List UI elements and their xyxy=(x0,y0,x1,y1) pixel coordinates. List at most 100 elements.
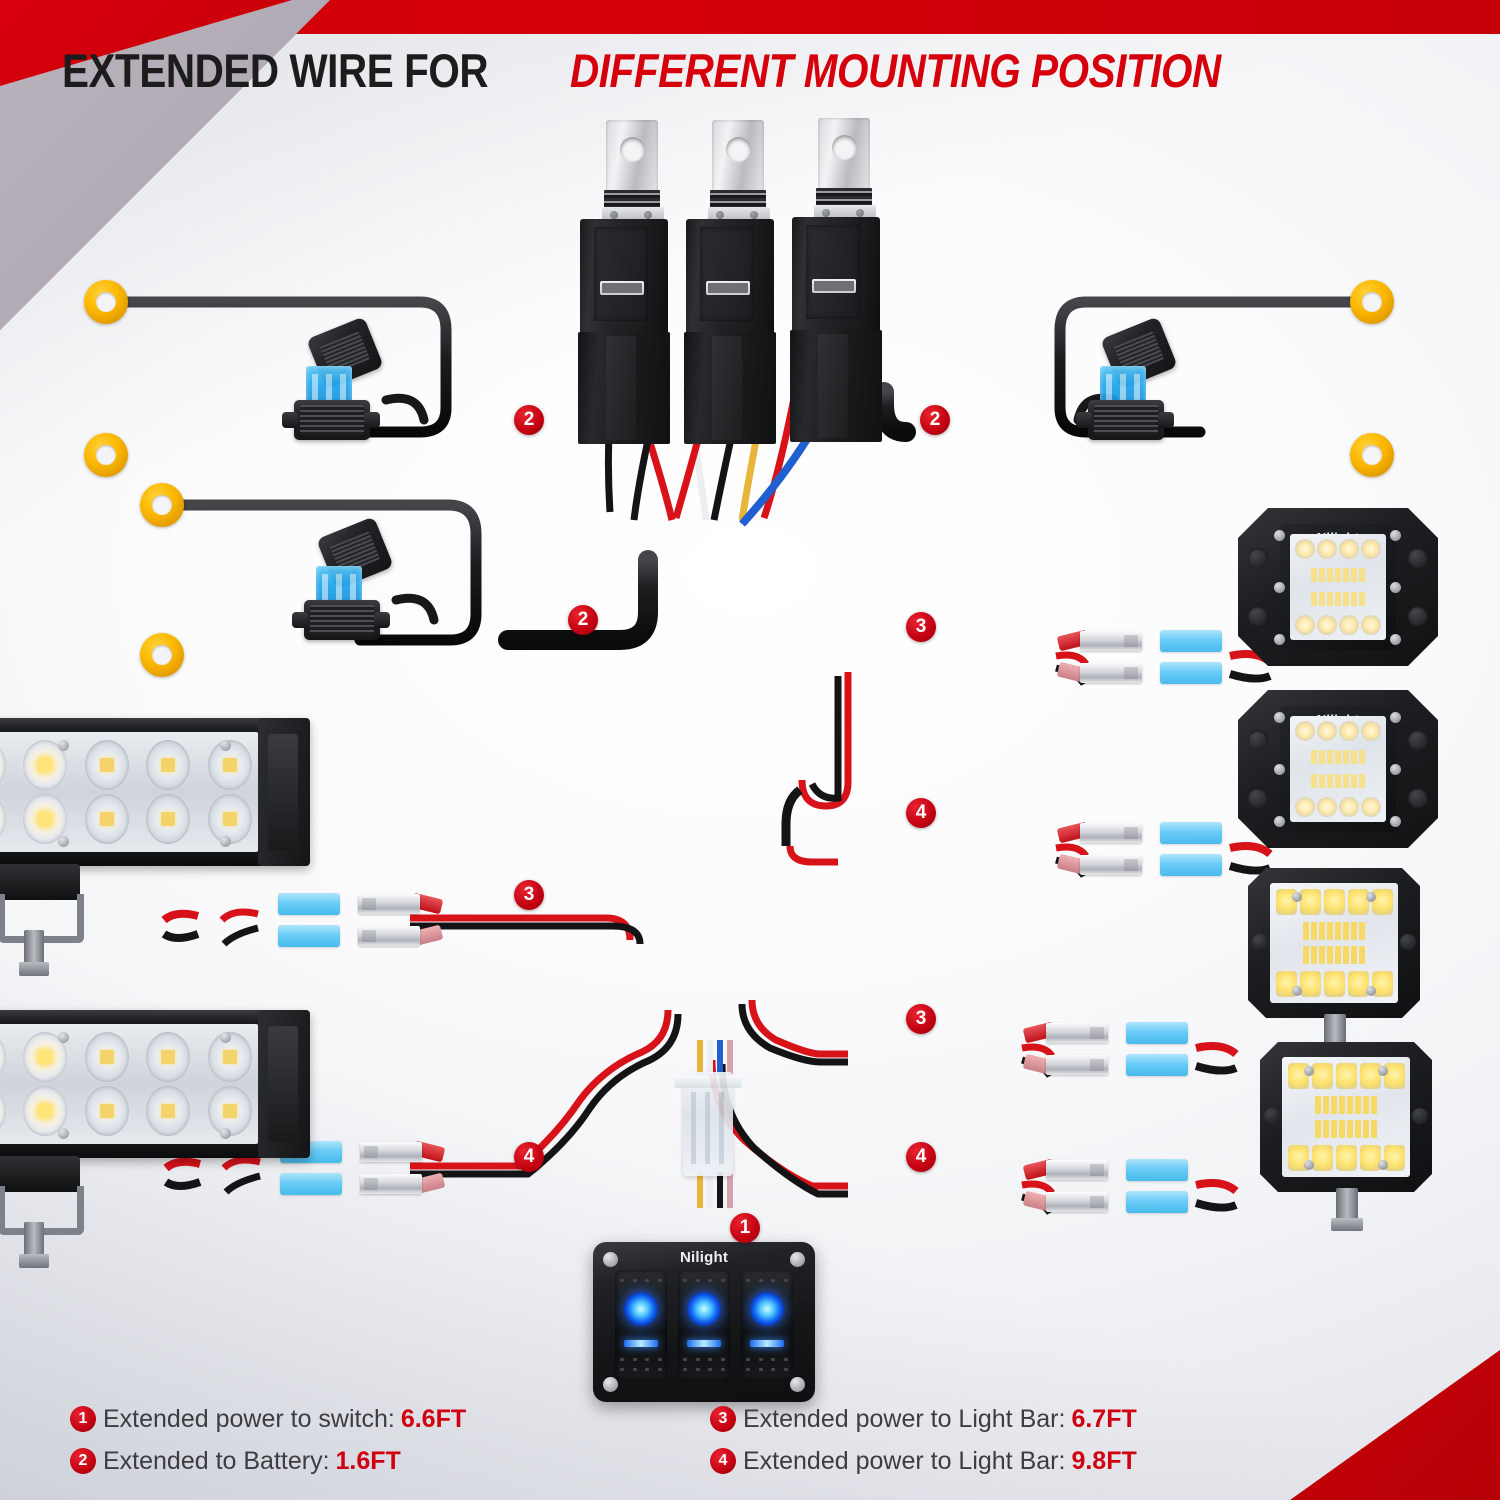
relay-body xyxy=(580,219,668,335)
spade-connector-pair-right-lower[interactable] xyxy=(1022,1017,1222,1083)
male-spade-terminal xyxy=(1046,1160,1108,1180)
male-spade-terminal xyxy=(358,894,420,914)
legend-item: 1 Extended power to switch: 6.6FT xyxy=(70,1398,710,1440)
fuse-holder-left-upper[interactable] xyxy=(282,316,406,446)
blade-fuse xyxy=(306,366,352,406)
fuse-strain-relief-left xyxy=(1076,412,1092,428)
blade-fuse xyxy=(1100,366,1146,406)
panel-screw xyxy=(603,1377,618,1392)
legend-label: Extended power to Light Bar: xyxy=(743,1404,1066,1433)
callout-badge-4-right-lower: 4 xyxy=(906,1142,936,1172)
pod-lens xyxy=(1290,716,1386,822)
fuse-housing xyxy=(294,400,370,440)
male-spade-terminal xyxy=(360,1174,422,1194)
rocker-switch-1[interactable] xyxy=(615,1270,667,1380)
light-bar-bracket xyxy=(0,1156,80,1192)
light-bar-lens xyxy=(0,732,258,852)
ring-terminal-2[interactable] xyxy=(84,433,128,477)
legend: 1 Extended power to switch: 6.6FT 2 Exte… xyxy=(70,1398,1430,1482)
rocker-switch-2[interactable] xyxy=(678,1270,730,1380)
female-spade-terminal xyxy=(1160,822,1222,844)
female-spade-terminal xyxy=(1126,1159,1188,1181)
switch-led-bar xyxy=(750,1340,784,1347)
ring-terminal-1[interactable] xyxy=(84,280,128,324)
legend-item: 3 Extended power to Light Bar: 6.7FT xyxy=(710,1398,1350,1440)
female-spade-terminal xyxy=(1126,1191,1188,1213)
rocker-switch-3[interactable] xyxy=(741,1270,793,1380)
3-gang-rocker-switch-panel[interactable]: Nilight xyxy=(593,1242,815,1402)
legend-column-right: 3 Extended power to Light Bar: 6.7FT 4 E… xyxy=(710,1398,1350,1482)
spade-connector-pair-right-upper[interactable] xyxy=(1056,625,1256,691)
cube-pod-lower[interactable] xyxy=(1260,1042,1432,1231)
female-spade-terminal xyxy=(1160,630,1222,652)
spade-connector-pair-right-lower2[interactable] xyxy=(1022,1154,1222,1220)
relay-mount-tab xyxy=(712,120,764,194)
legend-column-left: 1 Extended power to switch: 6.6FT 2 Exte… xyxy=(70,1398,710,1482)
cube-pod-lens xyxy=(1270,883,1398,1003)
fuse-holder-left-lower[interactable] xyxy=(292,516,416,646)
fuse-holder-right[interactable] xyxy=(1076,316,1200,446)
flush-pod-lower[interactable]: Nilight xyxy=(1238,690,1438,848)
callout-badge-3-left: 3 xyxy=(514,880,544,910)
switch-led-bar xyxy=(624,1340,658,1347)
relay-body xyxy=(686,219,774,335)
relay-tab-neck xyxy=(816,188,872,208)
ring-terminal-6[interactable] xyxy=(1350,433,1394,477)
legend-number: 4 xyxy=(710,1448,736,1474)
ring-terminal-3[interactable] xyxy=(140,483,184,527)
panel-brand-label: Nilight xyxy=(679,1249,729,1266)
fuse-strain-relief-left xyxy=(292,612,308,628)
male-spade-terminal xyxy=(1046,1023,1108,1043)
cube-pod-upper[interactable] xyxy=(1248,868,1420,1057)
relay-body xyxy=(792,217,880,333)
cube-pod-bracket xyxy=(1324,1014,1346,1048)
callout-badge-1-switch: 1 xyxy=(730,1213,760,1243)
light-bar-bolt xyxy=(24,930,44,970)
callout-badge-4-left: 4 xyxy=(514,1142,544,1172)
spade-connector-pair-left-upper[interactable] xyxy=(244,888,444,954)
fuse-strain-relief-right xyxy=(1158,412,1174,428)
switch-harness-connector[interactable] xyxy=(674,1072,742,1176)
flush-pod-upper[interactable]: Nilight xyxy=(1238,508,1438,666)
male-spade-terminal xyxy=(1080,631,1142,651)
light-bar-nut xyxy=(19,1254,49,1268)
page-title: EXTENDED WIRE FOR DIFFERENT MOUNTING POS… xyxy=(62,47,1327,94)
legend-value: 6.6FT xyxy=(400,1404,467,1433)
light-bar-housing xyxy=(0,1010,310,1158)
cube-pod-bracket xyxy=(1336,1188,1358,1222)
ring-terminal-4[interactable] xyxy=(140,633,184,677)
fuse-strain-relief-right xyxy=(374,612,390,628)
cube-pod-nut xyxy=(1331,1218,1363,1231)
callout-badge-4-right-upper: 4 xyxy=(906,798,936,828)
page-title-red: DIFFERENT MOUNTING POSITION xyxy=(570,44,1221,97)
relay-terminal-plate xyxy=(708,207,770,222)
switch-led-indicator xyxy=(750,1292,784,1326)
female-spade-terminal xyxy=(280,1173,342,1195)
legend-label: Extended power to Light Bar: xyxy=(743,1446,1066,1475)
fuse-strain-relief-left xyxy=(282,412,298,428)
female-spade-terminal xyxy=(1126,1022,1188,1044)
panel-screw xyxy=(790,1252,805,1267)
legend-value: 9.8FT xyxy=(1071,1446,1137,1475)
legend-label: Extended to Battery: xyxy=(103,1446,330,1475)
relay-terminal-plate xyxy=(814,205,876,220)
spade-connector-pair-right-upper2[interactable] xyxy=(1056,817,1256,883)
female-spade-terminal xyxy=(1126,1054,1188,1076)
legend-number: 1 xyxy=(70,1406,96,1432)
ring-terminal-5[interactable] xyxy=(1350,280,1394,324)
female-spade-terminal xyxy=(1160,854,1222,876)
light-bar-housing xyxy=(0,718,310,866)
panel-screw xyxy=(790,1377,805,1392)
male-spade-terminal xyxy=(1080,855,1142,875)
light-bar-upper[interactable] xyxy=(0,718,310,976)
fuse-housing xyxy=(1088,400,1164,440)
light-bar-nut xyxy=(19,962,49,976)
callout-badge-2-right: 2 xyxy=(920,405,950,435)
light-bar-lower[interactable] xyxy=(0,1010,310,1268)
switch-led-indicator xyxy=(624,1292,658,1326)
light-bar-end-cap xyxy=(258,718,310,866)
callout-badge-3-right-lower: 3 xyxy=(906,1004,936,1034)
fuse-strain-relief-right xyxy=(364,412,380,428)
male-spade-terminal xyxy=(360,1142,422,1162)
light-bar-bracket xyxy=(0,864,80,900)
